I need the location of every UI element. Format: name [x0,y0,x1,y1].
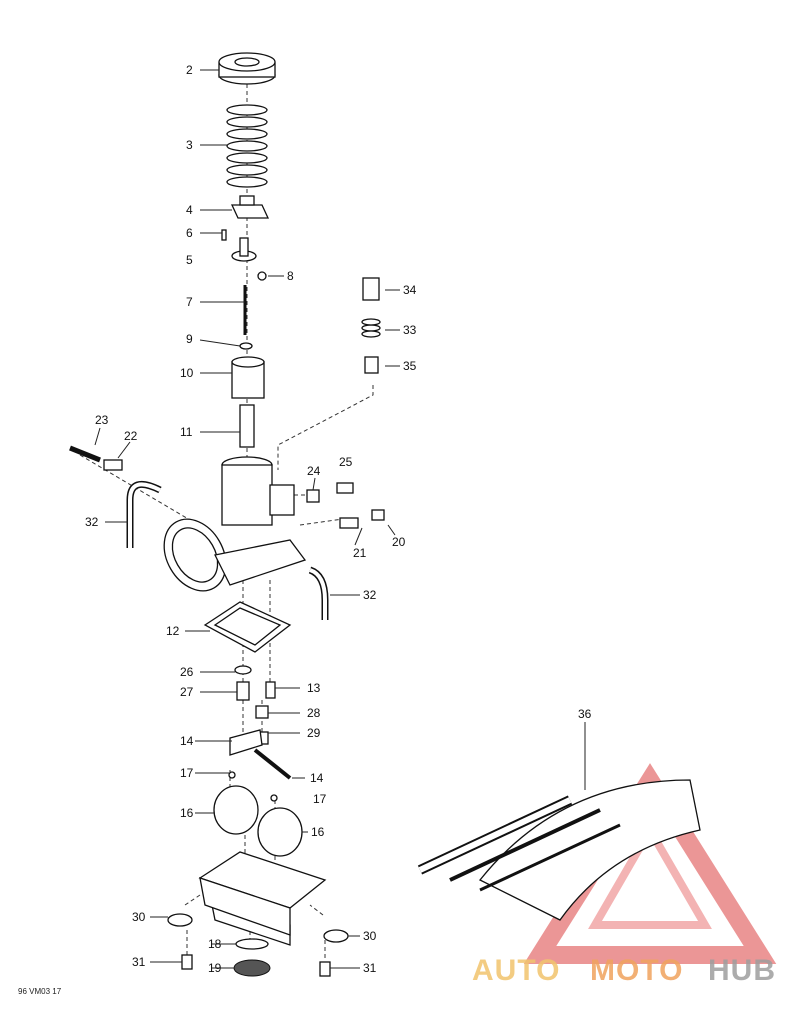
callout-label: 4 [186,203,193,217]
figure-code: 96 VM03 17 [18,987,62,996]
part-3-spring [226,104,268,188]
callout-label: 7 [186,295,193,309]
callout-label: 30 [132,910,146,924]
part-2-cap [218,52,276,85]
watermark-text: AUTO MOTO HUB [472,954,776,987]
part-24-25-20-21-small-parts [306,482,385,529]
part-14-float-arm [229,729,292,780]
callout-label: 21 [353,546,367,560]
callout-label: 12 [166,624,180,638]
callout-label: 2 [186,63,193,77]
callout-label: 17 [313,792,327,806]
callout-label: 22 [124,429,138,443]
part-36-tool-kit [417,779,701,921]
watermark-brand-part3: HUB [708,954,776,987]
callout-label: 14 [180,734,194,748]
part-9-washer [239,342,253,350]
callout-label: 25 [339,455,353,469]
callout-label: 26 [180,665,194,679]
watermark-brand-part2: MOTO [590,954,683,987]
callout-label: 8 [287,269,294,283]
callout-labels: 2 3 4 6 5 8 7 9 10 11 34 33 35 23 22 32 … [85,63,592,975]
callout-label: 6 [186,226,193,240]
callout-label: 16 [180,806,194,820]
callout-label: 30 [363,929,377,943]
part-4-plate [230,195,270,219]
callout-label: 10 [180,366,194,380]
callout-label: 24 [307,464,321,478]
callout-label: 14 [310,771,324,785]
part-8-clip [257,271,267,281]
callout-label: 29 [307,726,321,740]
watermark-brand-part1: AUTO [472,954,560,987]
float-bowl [198,851,327,946]
part-32-hoses [126,480,329,620]
callout-label: 28 [307,706,321,720]
part-12-gasket [203,601,292,653]
callout-label: 16 [311,825,325,839]
part-30-31-18-19-bowl-hardware [167,913,349,977]
part-10-slide [231,356,265,399]
carburetor-body [163,456,307,592]
callout-label: 11 [180,425,193,439]
callout-label: 34 [403,283,417,297]
callout-label: 32 [363,588,377,602]
part-11-jet-needle [239,404,255,448]
callout-label: 27 [180,685,194,699]
part-23-22-screws [69,445,123,471]
callout-label: 19 [208,961,222,975]
callout-label: 3 [186,138,193,152]
callout-label: 31 [363,961,377,975]
callout-label: 33 [403,323,417,337]
callout-label: 31 [132,955,146,969]
callout-label: 36 [578,707,592,721]
callout-label: 5 [186,253,193,267]
part-34-33-35-cable-adjuster [361,277,381,374]
callout-label: 13 [307,681,321,695]
part-5-6-holder [221,229,257,262]
callout-label: 23 [95,413,109,427]
leader-lines [94,69,586,969]
callout-label: 17 [180,766,194,780]
callout-label: 9 [186,332,193,346]
callout-label: 20 [392,535,406,549]
callout-label: 35 [403,359,417,373]
part-16-17-floats [213,771,303,857]
callout-label: 32 [85,515,99,529]
callout-label: 18 [208,937,222,951]
